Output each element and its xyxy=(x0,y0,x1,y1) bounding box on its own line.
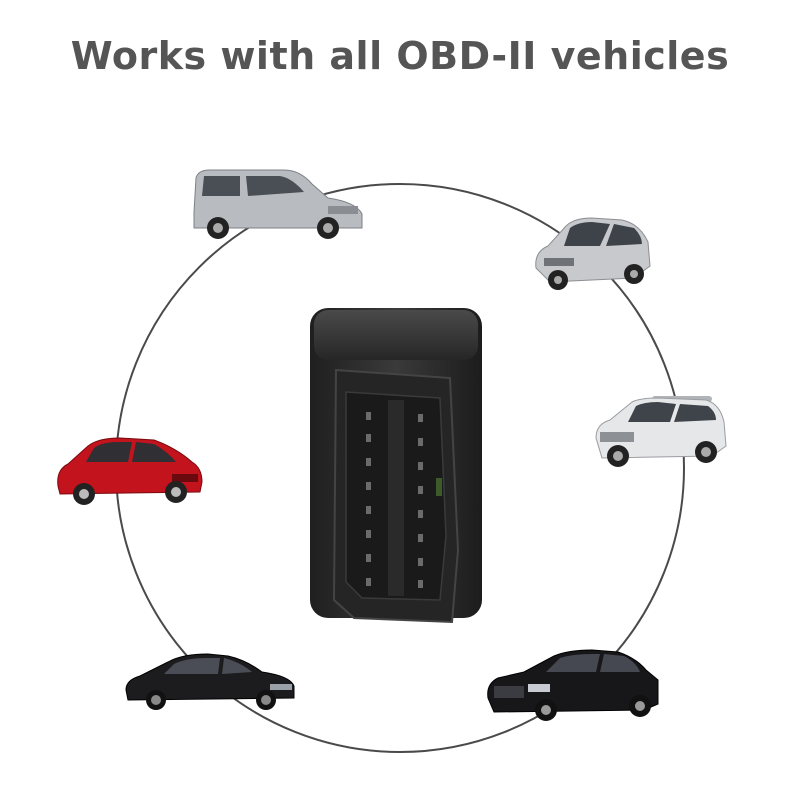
luxury-sedan-icon xyxy=(487,649,659,721)
minivan-icon xyxy=(193,169,363,239)
suv-icon xyxy=(595,396,727,467)
headline: Works with all OBD-II vehicles xyxy=(70,34,730,78)
sedan-icon xyxy=(125,653,295,710)
hatchback-icon xyxy=(535,217,651,290)
hatchback-icon xyxy=(57,437,203,505)
obd2-adapter-icon xyxy=(310,308,482,624)
